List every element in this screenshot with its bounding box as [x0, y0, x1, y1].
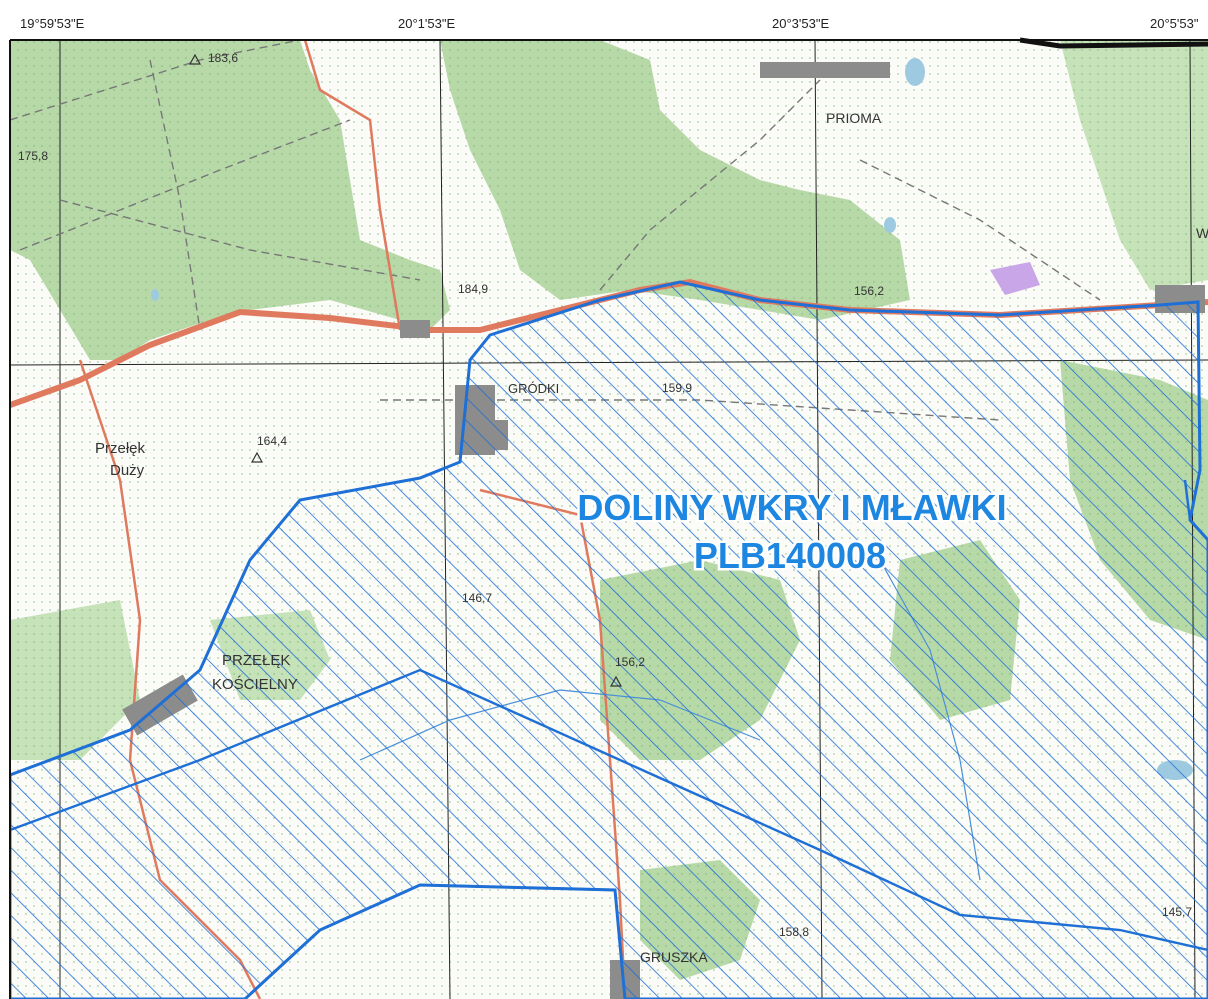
map-labels: PRIOMA GRÓDKI Przełęk Duży PRZEŁĘK KOŚCI… [18, 51, 1208, 965]
protected-area-name: DOLINY WKRY I MŁAWKI [577, 487, 1006, 528]
place-label: GRUSZKA [640, 949, 708, 965]
spot-height-label: 156,2 [854, 284, 884, 298]
protected-area-boundaries [10, 479, 1208, 952]
longitude-label: 20°5'53" [1150, 16, 1199, 31]
longitude-label: 20°1'53"E [398, 16, 456, 31]
place-label: PRZEŁĘK [222, 652, 290, 669]
triangle-icon [250, 451, 264, 463]
longitude-label: 19°59'53"E [20, 16, 85, 31]
spot-height-label: 183,6 [208, 51, 238, 65]
map-frame [9, 37, 1208, 999]
place-label: Przełęk [95, 440, 146, 457]
spot-height-markers [188, 53, 623, 687]
place-label: KOŚCIELNY [212, 675, 298, 693]
spot-height-label: 159,9 [662, 381, 692, 395]
longitude-label: 20°3'53"E [772, 16, 830, 31]
coordinate-bar: 19°59'53"E 20°1'53"E 20°3'53"E 20°5'53" [0, 0, 1208, 40]
protected-area-label: DOLINY WKRY I MŁAWKI PLB140008 [575, 485, 1009, 579]
spot-height-label: 145,7 [1162, 905, 1192, 919]
place-label: GRÓDKI [508, 381, 559, 396]
spot-height-label: 164,4 [257, 434, 287, 448]
place-label: PRIOMA [826, 110, 882, 126]
spot-height-label: 146,7 [462, 591, 492, 605]
protected-area-code: PLB140008 [694, 535, 886, 576]
spot-height-label: 158,8 [779, 925, 809, 939]
spot-height-label: 184,9 [458, 282, 488, 296]
spot-height-label: 175,8 [18, 149, 48, 163]
place-label: Duży [110, 462, 145, 479]
triangle-icon [188, 53, 202, 65]
spot-height-label: 156,2 [615, 655, 645, 669]
place-label: W [1196, 225, 1208, 241]
triangle-icon [609, 675, 623, 687]
